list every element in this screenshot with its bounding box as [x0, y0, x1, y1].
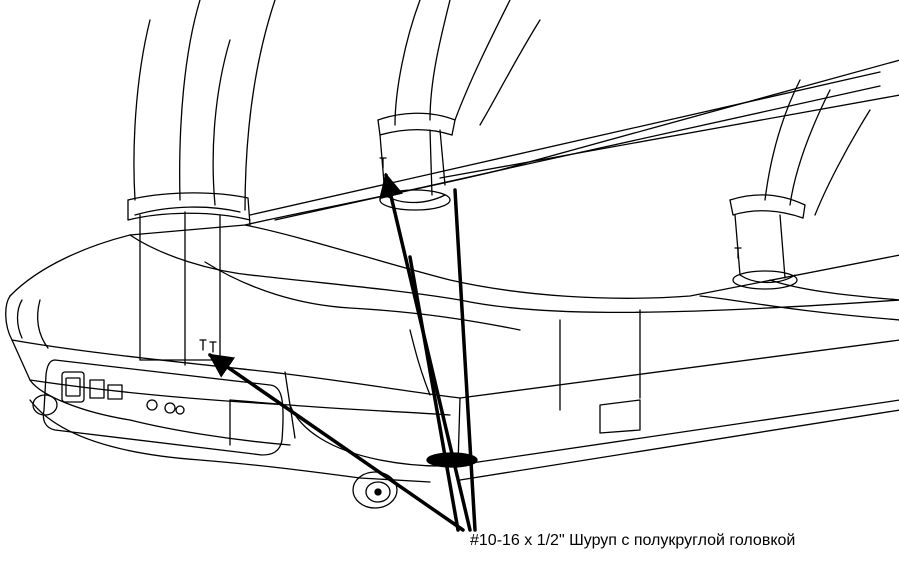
- front-wheel: [32, 394, 398, 509]
- treadmill-base: [5, 59, 899, 483]
- screw-callout-label: #10-16 x 1/2" Шуруп с полукруглой головк…: [470, 532, 796, 549]
- callout-arrows: [207, 172, 477, 532]
- center-upright: [377, 0, 541, 211]
- left-upright: [127, 0, 276, 366]
- screw-markers: [199, 157, 742, 353]
- right-upright: [729, 79, 871, 290]
